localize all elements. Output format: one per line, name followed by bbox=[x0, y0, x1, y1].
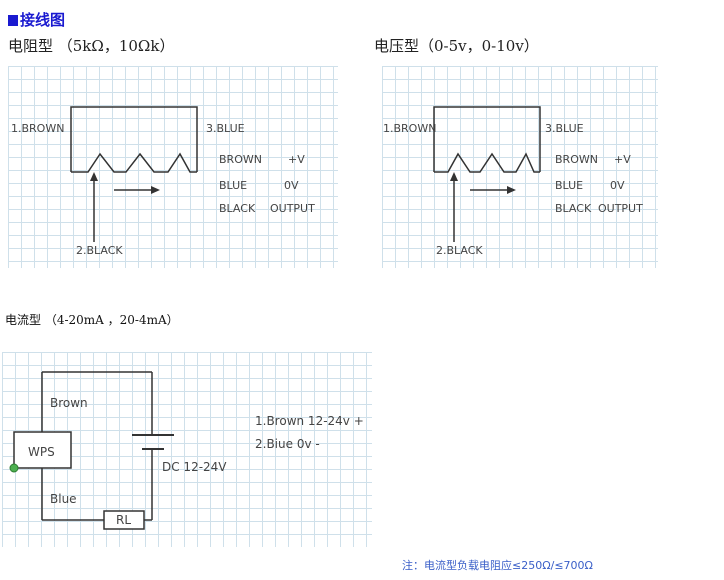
pin1-label: 1.BROWN bbox=[11, 122, 65, 135]
pin3-label: 3.BLUE bbox=[545, 122, 584, 135]
legend-value: OUTPUT bbox=[598, 202, 643, 215]
sensor-label: WPS bbox=[28, 445, 55, 459]
legend-wire: BLUE bbox=[555, 179, 584, 192]
legend-value: +V bbox=[288, 153, 305, 166]
current-title: 电流型 （4-20mA ，20-4mA） bbox=[5, 313, 179, 327]
pin1-label: 1.BROWN bbox=[383, 122, 437, 135]
current-wiring bbox=[9, 371, 174, 530]
resistive-wiring bbox=[70, 106, 198, 242]
brown-wire-label: Brown bbox=[50, 396, 88, 410]
sensor-box bbox=[13, 431, 72, 469]
legend-wire: BROWN bbox=[555, 153, 598, 166]
resistor-zigzag bbox=[71, 152, 197, 173]
blue-wire-label: Blue bbox=[50, 492, 77, 506]
load-label: RL bbox=[116, 513, 132, 527]
pin2-label: 2.BLACK bbox=[436, 244, 483, 257]
legend-brown: 1.Brown 12-24v + bbox=[255, 414, 364, 428]
legend-wire: BLUE bbox=[219, 179, 248, 192]
load-resistor bbox=[103, 510, 145, 530]
voltage-wiring bbox=[433, 106, 541, 242]
legend-wire: BLACK bbox=[219, 202, 256, 215]
voltage-diagram: 1.BROWN 3.BLUE 2.BLACK BROWN +V BLUE 0V … bbox=[382, 66, 658, 268]
legend-value: +V bbox=[614, 153, 631, 166]
title-square-icon bbox=[8, 15, 18, 26]
legend-wire: BLACK bbox=[555, 202, 592, 215]
pin2-label: 2.BLACK bbox=[76, 244, 123, 257]
voltage-title: 电压型（0-5v，0-10v） bbox=[374, 37, 539, 55]
resistive-title: 电阻型 （5kΩ，10Ωk） bbox=[8, 37, 175, 55]
ground-dot-icon bbox=[9, 463, 19, 473]
legend-value: 0V bbox=[284, 179, 299, 192]
resistive-diagram: 1.BROWN 3.BLUE 2.BLACK BROWN +V BLUE 0V … bbox=[8, 66, 338, 268]
legend-wire: BROWN bbox=[219, 153, 262, 166]
resistor-zigzag bbox=[434, 152, 540, 173]
footnote: 注：电流型负载电阻应≤250Ω/≤700Ω bbox=[402, 559, 593, 572]
section-title: 接线图 bbox=[8, 9, 65, 30]
current-diagram: Brown WPS Blue RL DC 12-24V 1.Brown 12-2… bbox=[2, 352, 372, 547]
legend-value: 0V bbox=[610, 179, 625, 192]
legend-value: OUTPUT bbox=[270, 202, 315, 215]
section-title-text: 接线图 bbox=[20, 11, 66, 29]
legend-blue: 2.Biue 0v - bbox=[255, 437, 320, 451]
pin3-label: 3.BLUE bbox=[206, 122, 245, 135]
supply-label: DC 12-24V bbox=[162, 460, 227, 474]
